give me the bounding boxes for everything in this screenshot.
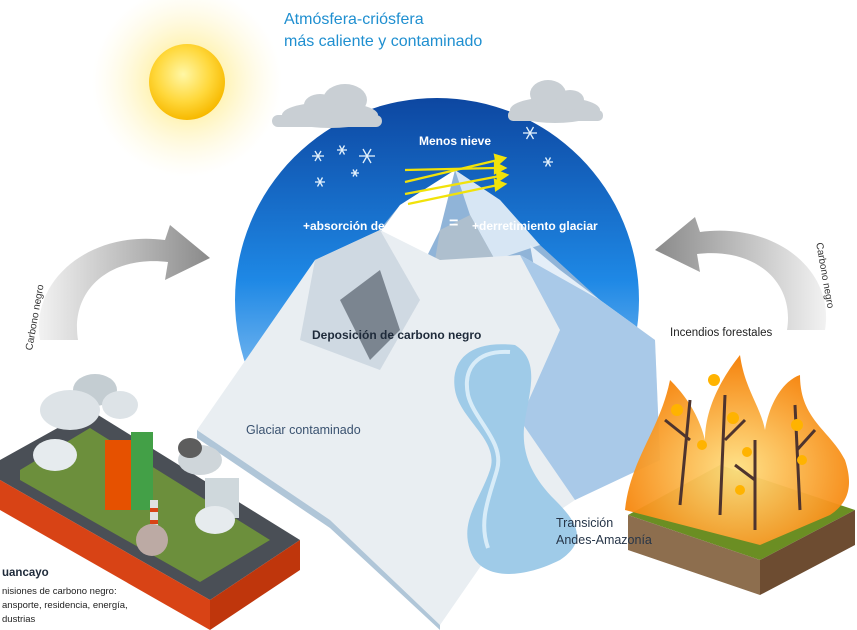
forest-fire [625,355,855,595]
city-description-line1: nisiones de carbono negro: [2,586,117,597]
left-flow-arrow [38,225,210,340]
label-glaciar-contaminado: Glaciar contaminado [246,423,361,437]
sun [92,0,282,177]
diagram-title-line1: Atmósfera-criósfera [284,11,424,28]
label-transicion: Transición [556,516,614,530]
label-deposicion: Deposición de carbono negro [312,328,482,342]
label-equals: = [449,215,459,232]
cloud-right [508,80,603,123]
diagram-title-line2: más caliente y contaminado [284,33,483,50]
label-incendios: Incendios forestales [670,327,773,339]
glacier-river [454,344,577,574]
label-absorcion: +absorción de energía [303,219,431,233]
label-derretimiento: +derretimiento glaciar [472,219,598,233]
label-andes-amazonia: Andes-Amazonía [556,533,652,547]
cloud-left [272,84,382,128]
glacier [197,230,660,630]
snowflake-icons [312,126,553,187]
reflection-arrows [404,153,510,206]
label-menos-nieve: Menos nieve [419,134,492,148]
right-flow-arrow [655,217,827,330]
city-emissions [0,374,300,630]
city-description-line2: ansporte, residencia, energía, [2,600,128,611]
city-description-line3: dustrias [2,614,36,625]
city-name: uancayo [2,567,49,579]
